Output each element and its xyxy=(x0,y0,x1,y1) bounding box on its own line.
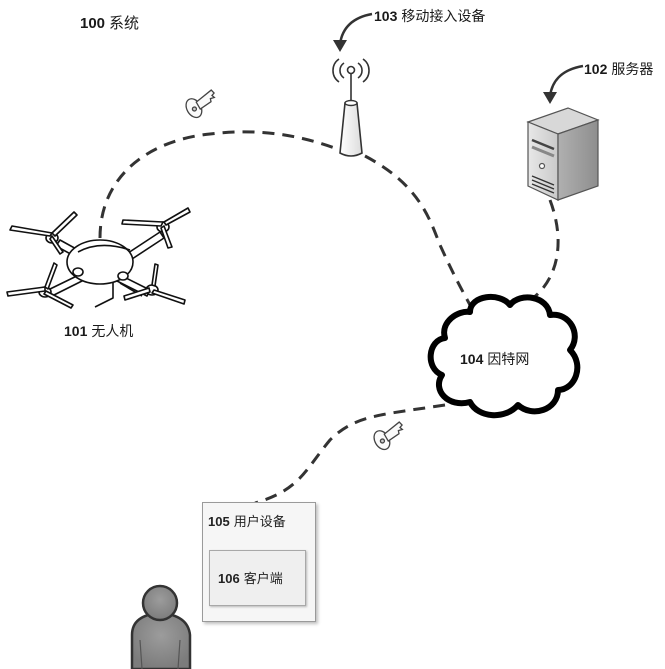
user-device-number: 105 xyxy=(208,514,230,529)
link-access-device-to-internet xyxy=(364,154,472,306)
system-number: 100 xyxy=(80,15,106,32)
system-title-text: 系统 xyxy=(109,14,140,32)
drone-icon xyxy=(6,207,191,309)
server-number: 102 xyxy=(584,61,608,77)
key-icon xyxy=(373,421,404,451)
access-device-text: 移动接入设备 xyxy=(401,9,486,25)
user-icon xyxy=(130,584,192,669)
client-text: 客户端 xyxy=(243,572,283,587)
user-device-text: 用户设备 xyxy=(233,515,286,530)
client-number: 106 xyxy=(218,571,240,586)
arrow-icon xyxy=(338,12,373,45)
drone-number: 101 xyxy=(64,323,88,339)
link-server-to-internet xyxy=(527,199,560,304)
arrow-icon xyxy=(548,64,584,97)
cloud-icon xyxy=(427,294,581,419)
internet-number: 104 xyxy=(460,351,484,367)
drone-text: 无人机 xyxy=(91,324,134,340)
wireless-tower-icon xyxy=(332,58,370,157)
link-internet-to-user-device xyxy=(254,403,446,505)
access-device-number: 103 xyxy=(374,8,398,24)
link-drone-to-access-device xyxy=(98,130,341,239)
key-icon xyxy=(185,89,216,119)
server-text: 服务器 xyxy=(611,62,654,78)
server-icon xyxy=(526,107,600,201)
internet-text: 因特网 xyxy=(487,352,530,368)
